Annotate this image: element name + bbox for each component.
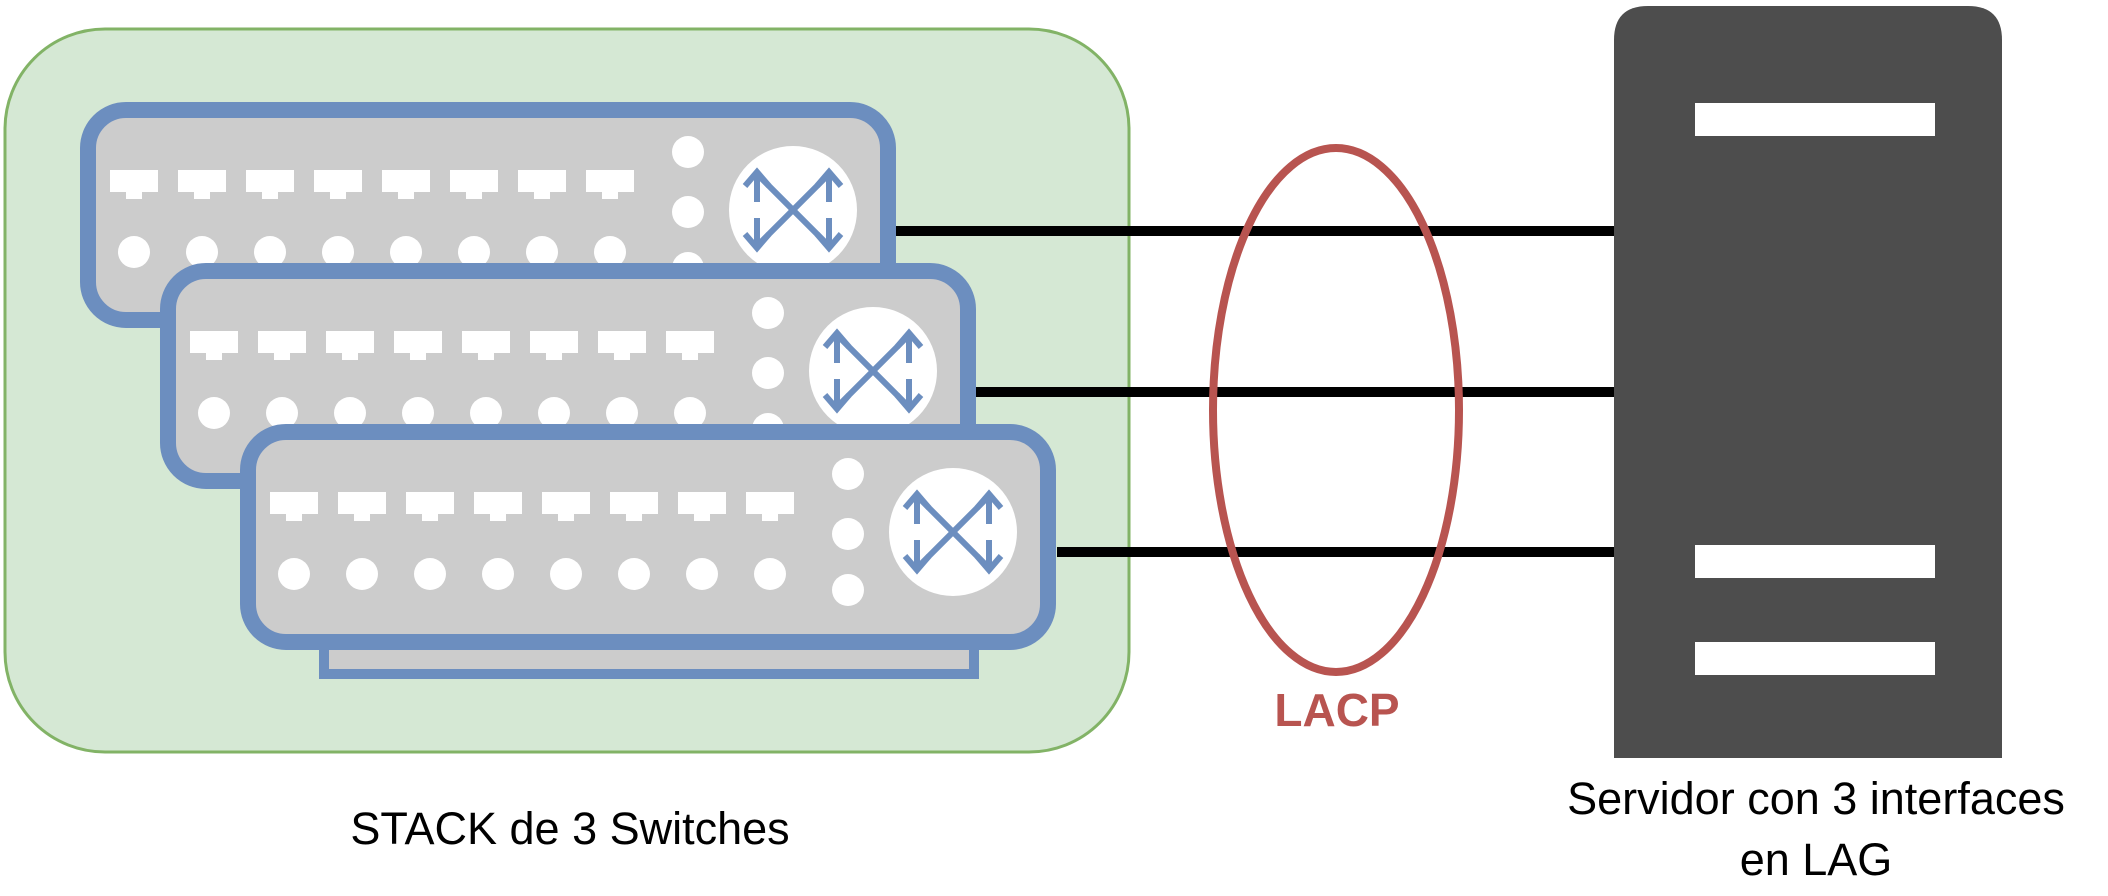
lag-links <box>895 226 1618 557</box>
stack-label: STACK de 3 Switches <box>350 803 789 854</box>
server-slot <box>1695 545 1935 578</box>
server-tower-icon <box>1614 6 2002 758</box>
lacp-ellipse <box>1209 144 1463 676</box>
switch-3 <box>240 424 1056 650</box>
switch-ports <box>190 297 784 445</box>
server-label-line2: en LAG <box>1740 834 1893 885</box>
server-slot <box>1695 642 1935 675</box>
switch-ports <box>270 458 864 606</box>
server-label-line1: Servidor con 3 interfaces <box>1567 773 2065 824</box>
lacp-label: LACP <box>1274 684 1399 736</box>
switch-ports <box>110 136 704 284</box>
server-slot <box>1695 103 1935 136</box>
